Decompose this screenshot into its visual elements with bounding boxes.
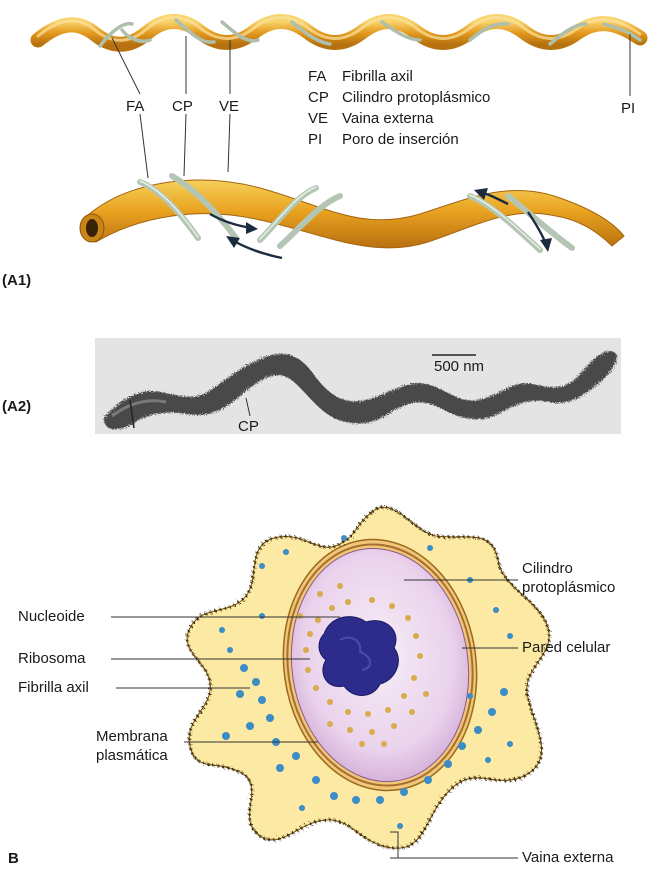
- label-vaina-externa: Vaina externa: [522, 849, 613, 867]
- legend-abbr: FA: [308, 66, 342, 87]
- legend-text: Poro de inserción: [342, 129, 459, 150]
- label-membrana: Membrana: [96, 728, 168, 746]
- label-fa: FA: [126, 98, 144, 116]
- legend-row: PI Poro de inserción: [308, 129, 490, 150]
- label-protoplasmico: protoplásmico: [522, 579, 615, 597]
- legend-abbr: PI: [308, 129, 342, 150]
- label-pi: PI: [621, 100, 635, 118]
- panel-label-b: B: [8, 850, 19, 867]
- label-fibrilla-axil: Fibrilla axil: [18, 679, 89, 697]
- label-cp: CP: [172, 98, 193, 116]
- panel-label-a2: (A2): [2, 398, 31, 415]
- panel-label-a1: (A1): [2, 272, 31, 289]
- thick-spirochete: [80, 176, 624, 258]
- legend-row: VE Vaina externa: [308, 108, 490, 129]
- legend: FA Fibrilla axil CP Cilindro protoplásmi…: [308, 66, 490, 150]
- legend-text: Vaina externa: [342, 108, 433, 129]
- label-ribosoma: Ribosoma: [18, 650, 86, 668]
- label-ve: VE: [219, 98, 239, 116]
- legend-abbr: VE: [308, 108, 342, 129]
- legend-row: FA Fibrilla axil: [308, 66, 490, 87]
- thin-spirochete: [38, 18, 640, 47]
- legend-text: Cilindro protoplásmico: [342, 87, 490, 108]
- label-plasmatica: plasmática: [96, 747, 168, 765]
- label-pared-celular: Pared celular: [522, 639, 610, 657]
- legend-row: CP Cilindro protoplásmico: [308, 87, 490, 108]
- a1-thick-leader-lines: [140, 114, 230, 178]
- micrograph-cp-label: CP: [238, 418, 259, 436]
- cross-section: [187, 507, 549, 848]
- scale-bar-label: 500 nm: [434, 358, 484, 376]
- legend-text: Fibrilla axil: [342, 66, 413, 87]
- label-cilindro: Cilindro: [522, 560, 573, 578]
- label-nucleoide: Nucleoide: [18, 608, 85, 626]
- legend-abbr: CP: [308, 87, 342, 108]
